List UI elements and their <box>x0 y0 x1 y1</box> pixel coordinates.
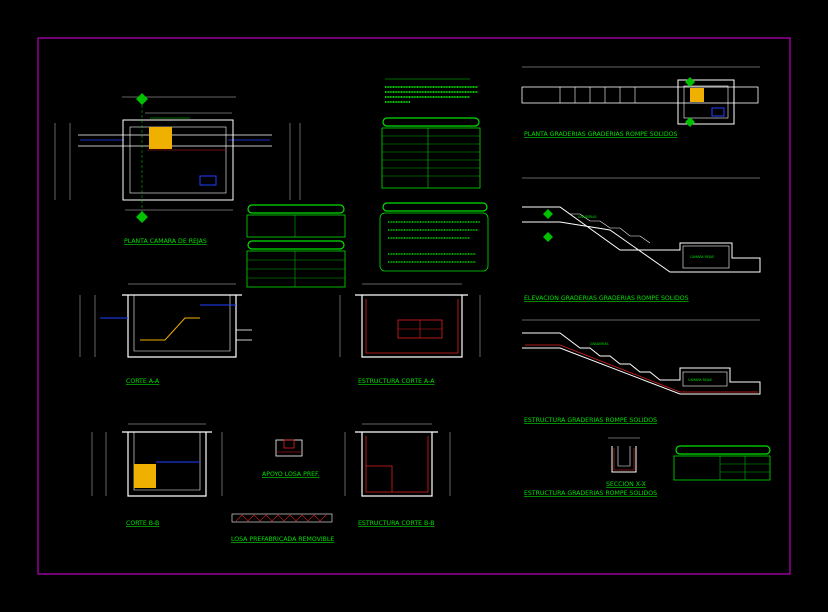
planta-graderias-title: PLANTA GRADERIAS GRADERIAS ROMPE SOLIDOS <box>524 131 678 138</box>
apoyo-losa-title: APOYO LOSA PREF. <box>262 471 320 478</box>
graderias-label: GRADERIAS <box>578 215 597 219</box>
estructura-graderias-title: ESTRUCTURA GRADERIAS ROMPE SOLIDOS <box>524 417 657 424</box>
corte-bb-title: CORTE B-B <box>126 520 159 527</box>
precast-slab-detail: LOSA PREFABRICADA REMOVIBLE <box>231 513 334 543</box>
plan-chamber-view: PLANTA CAMARA DE REJAS <box>54 93 301 245</box>
plan-stairs-view: PLANTA GRADERIAS GRADERIAS ROMPE SOLIDOS <box>521 66 760 138</box>
notes-table-2 <box>379 202 489 272</box>
sheet-frame <box>37 37 791 575</box>
estructura-graderias-title-2: ESTRUCTURA GRADERIAS ROMPE SOLIDOS <box>524 490 657 497</box>
losa-prefabricada-title: LOSA PREFABRICADA REMOVIBLE <box>231 536 334 543</box>
spec-table <box>381 117 481 189</box>
section-bb: CORTE B-B <box>91 423 223 527</box>
screen-fill-bb <box>134 464 156 488</box>
elevation-stairs-view: GRADERIAS CAMARA REJAS ELEVACION GRADERI… <box>522 177 761 302</box>
structure-section-bb: ESTRUCTURA CORTE B-B <box>344 423 451 527</box>
steel-table-1 <box>246 204 346 288</box>
estructura-bb-title: ESTRUCTURA CORTE B-B <box>358 520 435 527</box>
structure-stairs-view: GRADERIAS CAMARA REJAS ESTRUCTURA GRADER… <box>522 319 761 424</box>
corte-aa-title: CORTE A-A <box>126 378 160 385</box>
screen-fill <box>149 127 172 149</box>
section-aa: CORTE A-A <box>79 283 252 385</box>
elevacion-graderias-title: ELEVACION GRADERIAS GRADERIAS ROMPE SOLI… <box>524 295 689 302</box>
slab-support-detail: APOYO LOSA PREF. <box>262 439 320 478</box>
camara-rejas-label-2: CAMARA REJAS <box>688 378 712 382</box>
section-xx: SECCION X-X ESTRUCTURA GRADERIAS ROMPE S… <box>524 437 657 497</box>
notes-block <box>385 78 478 103</box>
structure-section-aa: ESTRUCTURA CORTE A-A <box>339 283 481 385</box>
seccion-xx-title: SECCION X-X <box>606 481 647 488</box>
steel-table-2 <box>673 445 771 481</box>
camara-rejas-label: CAMARA REJAS <box>690 255 714 259</box>
graderias-label-2: GRADERIAS <box>590 342 609 346</box>
planta-camara-title: PLANTA CAMARA DE REJAS <box>124 238 207 245</box>
estructura-aa-title: ESTRUCTURA CORTE A-A <box>358 378 435 385</box>
